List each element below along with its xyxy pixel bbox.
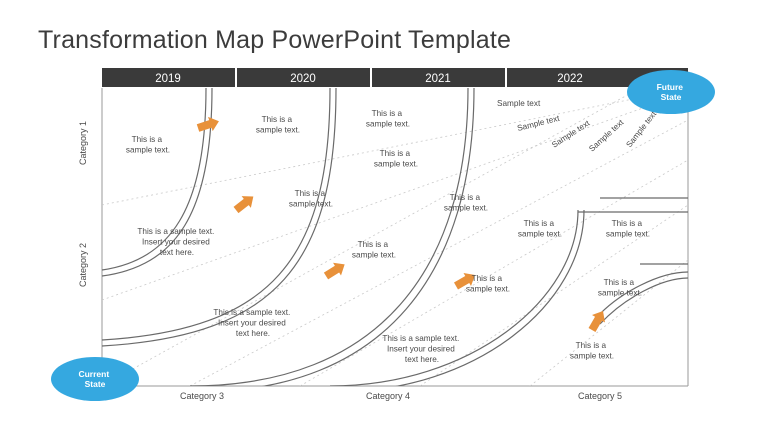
arc-4 [329, 209, 579, 386]
current-state-bubble[interactable]: Current State [51, 357, 139, 401]
year-header-2020 [237, 68, 370, 87]
note-texts: This is a sample text. This is a sample … [126, 109, 650, 364]
arc-2b [102, 88, 337, 347]
page-title: Transformation Map PowerPoint Template [38, 26, 512, 54]
year-label-2021: 2021 [425, 73, 451, 85]
column-category-labels: Category 3 Category 4 Category 5 [180, 391, 622, 401]
arrow-5 [588, 310, 605, 332]
note-5: This is a sample text. [289, 189, 333, 209]
arc-1b [102, 88, 213, 277]
arrow-1 [196, 116, 219, 132]
row-category-1: Category 1 [78, 121, 88, 165]
arrow-2 [233, 196, 254, 214]
note-10: This is a sample text. [606, 219, 650, 239]
diagonal-sample-labels: Sample text Sample text Sample text Samp… [497, 99, 659, 153]
note-2: This is a sample text. [256, 115, 300, 135]
note-13: This is a sample text. [598, 278, 642, 298]
row-category-labels: Category 1 Category 2 [78, 121, 88, 287]
year-header-row: 2019 2020 2021 2022 [102, 68, 688, 87]
column-category-4: Category 4 [366, 391, 410, 401]
future-state-label: Future State [657, 82, 686, 102]
arc-6b [599, 277, 688, 325]
current-state-label: Current State [78, 369, 111, 389]
note-11: This is a sample text. Insert your desir… [213, 308, 292, 338]
note-15: This is a sample text. Insert your desir… [382, 334, 461, 364]
column-category-3: Category 3 [180, 391, 224, 401]
note-9: This is a sample text. [518, 219, 562, 239]
note-1: This is a sample text. [126, 135, 170, 155]
year-label-2019: 2019 [155, 73, 181, 85]
year-header-2019 [102, 68, 235, 87]
arc-4b [394, 209, 585, 386]
transformation-arcs [102, 88, 688, 386]
note-4: This is a sample text. [374, 149, 418, 169]
diagonal-label-1: Sample text [497, 99, 541, 108]
note-7: This is a sample text. [352, 240, 396, 260]
arc-6 [595, 271, 688, 319]
column-category-5: Category 5 [578, 391, 622, 401]
future-state-bubble[interactable]: Future State [627, 70, 715, 114]
arc-2 [102, 88, 331, 341]
arc-3 [189, 88, 469, 386]
note-8: This is a sample text. [444, 193, 488, 213]
diagonal-label-2: Sample text [516, 114, 561, 133]
year-label-2022: 2022 [557, 73, 583, 85]
year-label-2020: 2020 [290, 73, 316, 85]
note-14: This is a sample text. [570, 341, 614, 361]
arrow-4 [454, 273, 476, 290]
arc-3b [261, 88, 475, 386]
note-3: This is a sample text. [366, 109, 410, 129]
diagonal-label-4: Sample text [587, 117, 626, 153]
row-category-2: Category 2 [78, 243, 88, 287]
year-header-2021 [372, 68, 505, 87]
arrow-3 [323, 262, 345, 280]
note-6: This is a sample text. Insert your desir… [137, 227, 216, 257]
progress-arrows [196, 116, 605, 332]
diagonal-label-5: Sample text [624, 109, 658, 149]
note-12: This is a sample text. [466, 274, 510, 294]
arc-1 [102, 88, 207, 271]
